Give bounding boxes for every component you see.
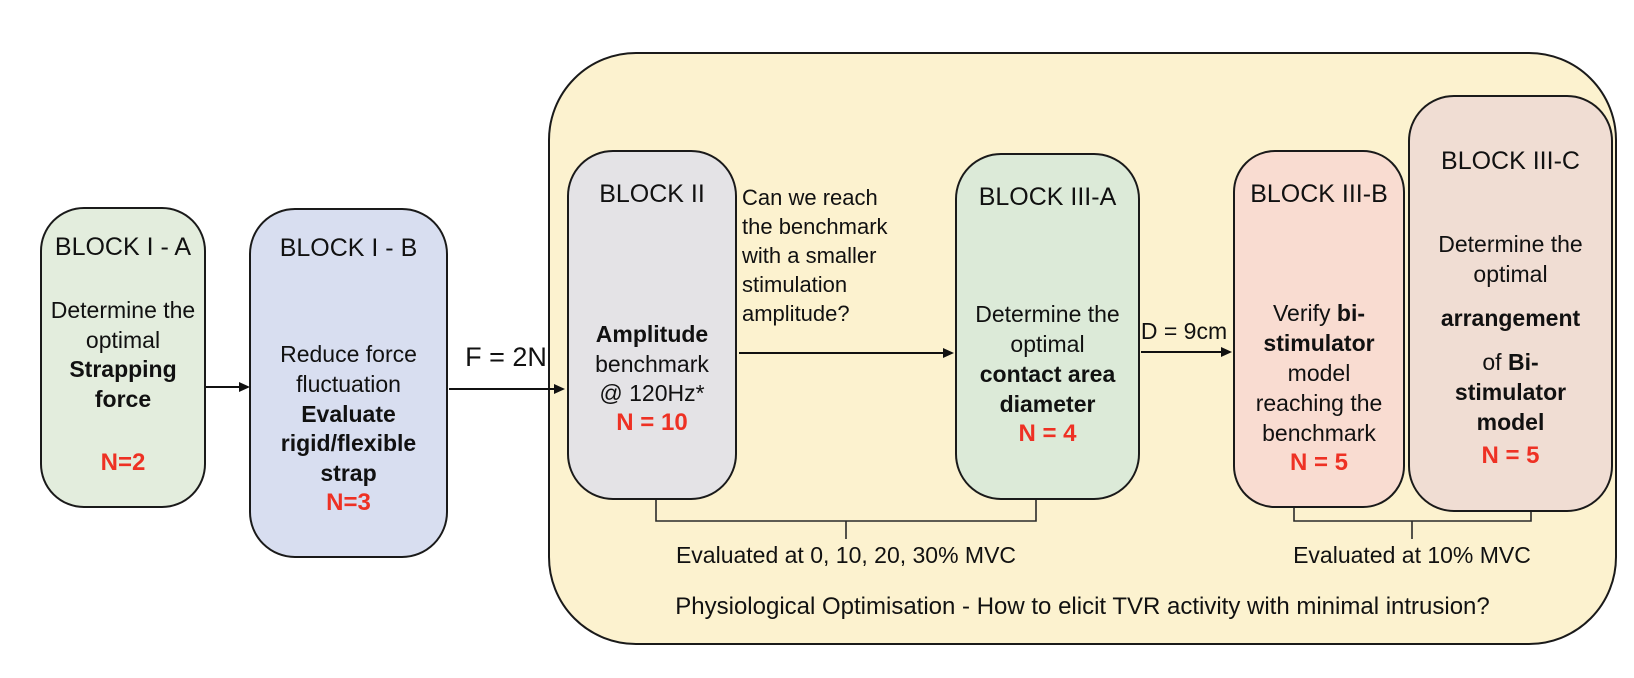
block-3c-p2: arrangement [1440, 305, 1581, 332]
block-2-body-line2: benchmark [595, 350, 709, 377]
block-1b-n: N=3 [326, 489, 371, 517]
block-3c-p3: of Bi-stimulator model [1427, 348, 1594, 438]
block-3c-p3b: Bi-stimulator model [1454, 349, 1567, 435]
arrow-label-d9cm: D = 9cm [1140, 318, 1228, 344]
arrow-label-f2n: F = 2N [465, 342, 547, 372]
block-3a: BLOCK III-A Determine the optimal contac… [955, 153, 1140, 500]
block-2-title: BLOCK II [599, 180, 705, 208]
block-1b: BLOCK I - B Reduce force fluctuation Eva… [249, 208, 448, 558]
block-3a-title: BLOCK III-A [978, 183, 1117, 211]
block-3c-p3a: of [1482, 349, 1508, 376]
block-3b: BLOCK III-B Verify bi-stimulator model r… [1233, 150, 1405, 508]
block-1b-title: BLOCK I - B [279, 234, 418, 262]
brace-label-right: Evaluated at 10% MVC [1293, 542, 1531, 568]
block-2-body: Amplitude benchmark @ 120Hz* [595, 320, 709, 410]
block-1a-body: Determine the optimal Strapping force [48, 296, 198, 416]
block-3a-n: N = 4 [1018, 419, 1077, 447]
block-3a-body-bold: contact area diameter [979, 360, 1116, 417]
arrow-1a-to-1b [206, 382, 250, 392]
block-2-body-bold: Amplitude [595, 320, 709, 347]
block-3c: BLOCK III-C Determine the optimal arrang… [1408, 95, 1613, 512]
block-3b-n: N = 5 [1289, 448, 1349, 476]
block-1a-title: BLOCK I - A [54, 233, 192, 261]
block-3b-title: BLOCK III-B [1250, 180, 1388, 208]
block-2-body-line3: @ 120Hz* [599, 380, 705, 407]
block-1b-body-text: Reduce force fluctuation [280, 340, 417, 397]
block-3c-p1: Determine the optimal [1438, 231, 1583, 288]
block-3b-seg2: bi-stimulator [1263, 300, 1375, 357]
block-1a: BLOCK I - A Determine the optimal Strapp… [40, 207, 206, 508]
block-3b-body: Verify bi-stimulator model reaching the … [1243, 299, 1395, 448]
block-1a-body-text: Determine the optimal [50, 296, 196, 353]
block-1b-body-bold: Evaluate rigid/flexible strap [280, 400, 417, 487]
arrow-1b-to-block2 [449, 384, 565, 394]
block-1a-n: N=2 [100, 449, 146, 477]
block-3b-seg1: Verify [1272, 300, 1337, 327]
block-3c-title: BLOCK III-C [1441, 147, 1580, 175]
brace-label-left: Evaluated at 0, 10, 20, 30% MVC [675, 542, 1017, 568]
block-1a-body-bold: Strapping force [69, 356, 177, 413]
block-3b-seg3: model reaching the benchmark [1255, 360, 1383, 446]
container-caption: Physiological Optimisation - How to elic… [675, 593, 1490, 620]
block-3a-body: Determine the optimal contact area diame… [965, 300, 1130, 420]
arrow-block2-to-3a [739, 348, 954, 358]
block-2-n: N = 10 [616, 409, 688, 437]
block-3a-body-text: Determine the optimal [975, 300, 1120, 357]
block-3c-n: N = 5 [1481, 441, 1540, 469]
block-2: BLOCK II Amplitude benchmark @ 120Hz* N … [567, 150, 737, 500]
arrow-3a-to-3b [1141, 347, 1232, 357]
question-text: Can we reach the benchmark with a smalle… [742, 185, 888, 327]
block-1b-body: Reduce force fluctuation Evaluate rigid/… [259, 340, 438, 489]
